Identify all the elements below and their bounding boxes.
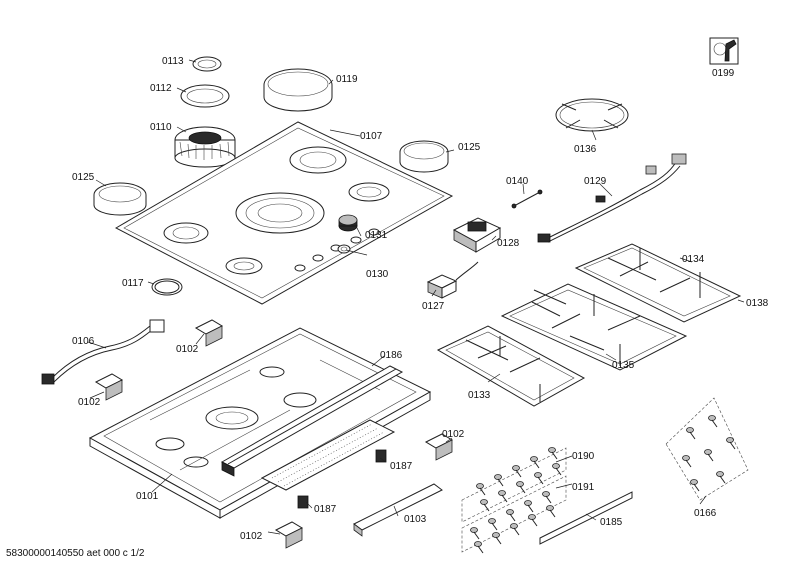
screw-icon <box>546 505 556 518</box>
screw-icon <box>682 455 692 468</box>
label-0185: 0185 <box>600 517 623 528</box>
label-0186: 0186 <box>380 350 403 361</box>
label-0110: 0110 <box>150 122 172 133</box>
bracket-left <box>94 373 124 401</box>
screw-icon <box>492 532 502 545</box>
screw-icon <box>510 523 520 536</box>
label-0102-left: 0102 <box>78 397 101 408</box>
burner-base <box>174 126 236 168</box>
label-0117: 0117 <box>122 278 144 289</box>
label-0130: 0130 <box>366 269 389 280</box>
screw-icon <box>512 465 522 478</box>
strip-0103 <box>353 483 443 537</box>
drawing-number-footer: 58300000140550 aet 000 c 1/2 <box>6 548 145 559</box>
label-0128: 0128 <box>497 238 520 249</box>
label-0125-right: 0125 <box>458 142 481 153</box>
clip-0187-right <box>375 449 387 463</box>
label-0140: 0140 <box>506 176 529 187</box>
label-0138: 0138 <box>746 298 769 309</box>
label-0187-right: 0187 <box>390 461 413 472</box>
screw-icon <box>726 437 736 450</box>
label-0103: 0103 <box>404 514 427 525</box>
label-0102-upper: 0102 <box>176 344 199 355</box>
screw-icon <box>494 474 504 487</box>
label-0113: 0113 <box>162 56 184 67</box>
bracket-kit-0166 <box>665 397 749 501</box>
ignition-module <box>452 217 502 253</box>
screw-icon <box>534 472 544 485</box>
pan-support-0134 <box>574 243 742 323</box>
label-0134: 0134 <box>682 254 705 265</box>
wrench-manual-icon <box>709 37 739 65</box>
screw-icon <box>528 514 538 527</box>
seal-ring-0117 <box>151 278 183 296</box>
wiring-harness <box>537 153 687 243</box>
bracket-right <box>424 433 454 461</box>
label-0199: 0199 <box>712 68 735 79</box>
label-0131: 0131 <box>365 230 388 241</box>
bracket-upper <box>194 319 224 347</box>
rail-0186 <box>220 365 404 477</box>
mains-cable <box>41 319 165 385</box>
seal-strip-0185 <box>539 491 633 545</box>
thermocouple <box>511 189 543 209</box>
screw-icon <box>542 491 552 504</box>
spark-generator <box>426 261 479 299</box>
label-0102-right: 0102 <box>442 429 465 440</box>
screw-icon <box>474 541 484 554</box>
burner-cap-small <box>192 56 222 72</box>
screw-icon <box>488 518 498 531</box>
screw-icon <box>480 499 490 512</box>
label-0136: 0136 <box>574 144 597 155</box>
screw-set-0191 <box>461 475 567 553</box>
label-0106: 0106 <box>72 336 95 347</box>
label-0135: 0135 <box>612 360 635 371</box>
label-0133: 0133 <box>468 390 491 401</box>
burner-cap-0125-left <box>93 182 147 216</box>
perforated-panel <box>260 419 396 491</box>
label-0127: 0127 <box>422 301 445 312</box>
base-tray <box>88 327 432 519</box>
screw-icon <box>708 415 718 428</box>
label-0191: 0191 <box>572 482 595 493</box>
wok-support-ring <box>555 98 629 132</box>
screw-icon <box>552 463 562 476</box>
label-0187-bottom: 0187 <box>314 504 337 515</box>
label-0125-left: 0125 <box>72 172 95 183</box>
knob-seal <box>337 244 351 254</box>
screw-icon <box>686 427 696 440</box>
screw-icon <box>690 479 700 492</box>
label-0190: 0190 <box>572 451 595 462</box>
flame-spreader-ring <box>180 84 230 108</box>
pan-support-0135 <box>500 283 688 371</box>
screw-icon <box>470 527 480 540</box>
screw-icon <box>476 483 486 496</box>
bracket-bottom <box>274 521 304 549</box>
burner-cap-0125-right <box>399 140 449 173</box>
screw-icon <box>506 509 516 522</box>
label-0112: 0112 <box>150 83 172 94</box>
label-0119: 0119 <box>336 74 358 85</box>
hob-top-panel <box>114 121 454 305</box>
screw-icon <box>704 449 714 462</box>
screw-icon <box>516 481 526 494</box>
label-0166: 0166 <box>694 508 717 519</box>
screw-icon <box>716 471 726 484</box>
control-knob <box>338 214 358 232</box>
clip-0187-bottom <box>297 495 309 509</box>
screw-icon <box>530 456 540 469</box>
label-0102-bottom: 0102 <box>240 531 263 542</box>
screw-icon <box>524 500 534 513</box>
pan-support-0133 <box>436 325 586 407</box>
screw-set-0190 <box>461 447 567 523</box>
leader-lines <box>87 59 745 535</box>
screw-icon <box>498 490 508 503</box>
burner-cap-large-0119 <box>263 68 333 112</box>
label-0129: 0129 <box>584 176 607 187</box>
label-0107: 0107 <box>360 131 383 142</box>
label-0101: 0101 <box>136 491 159 502</box>
screw-icon <box>548 447 558 460</box>
